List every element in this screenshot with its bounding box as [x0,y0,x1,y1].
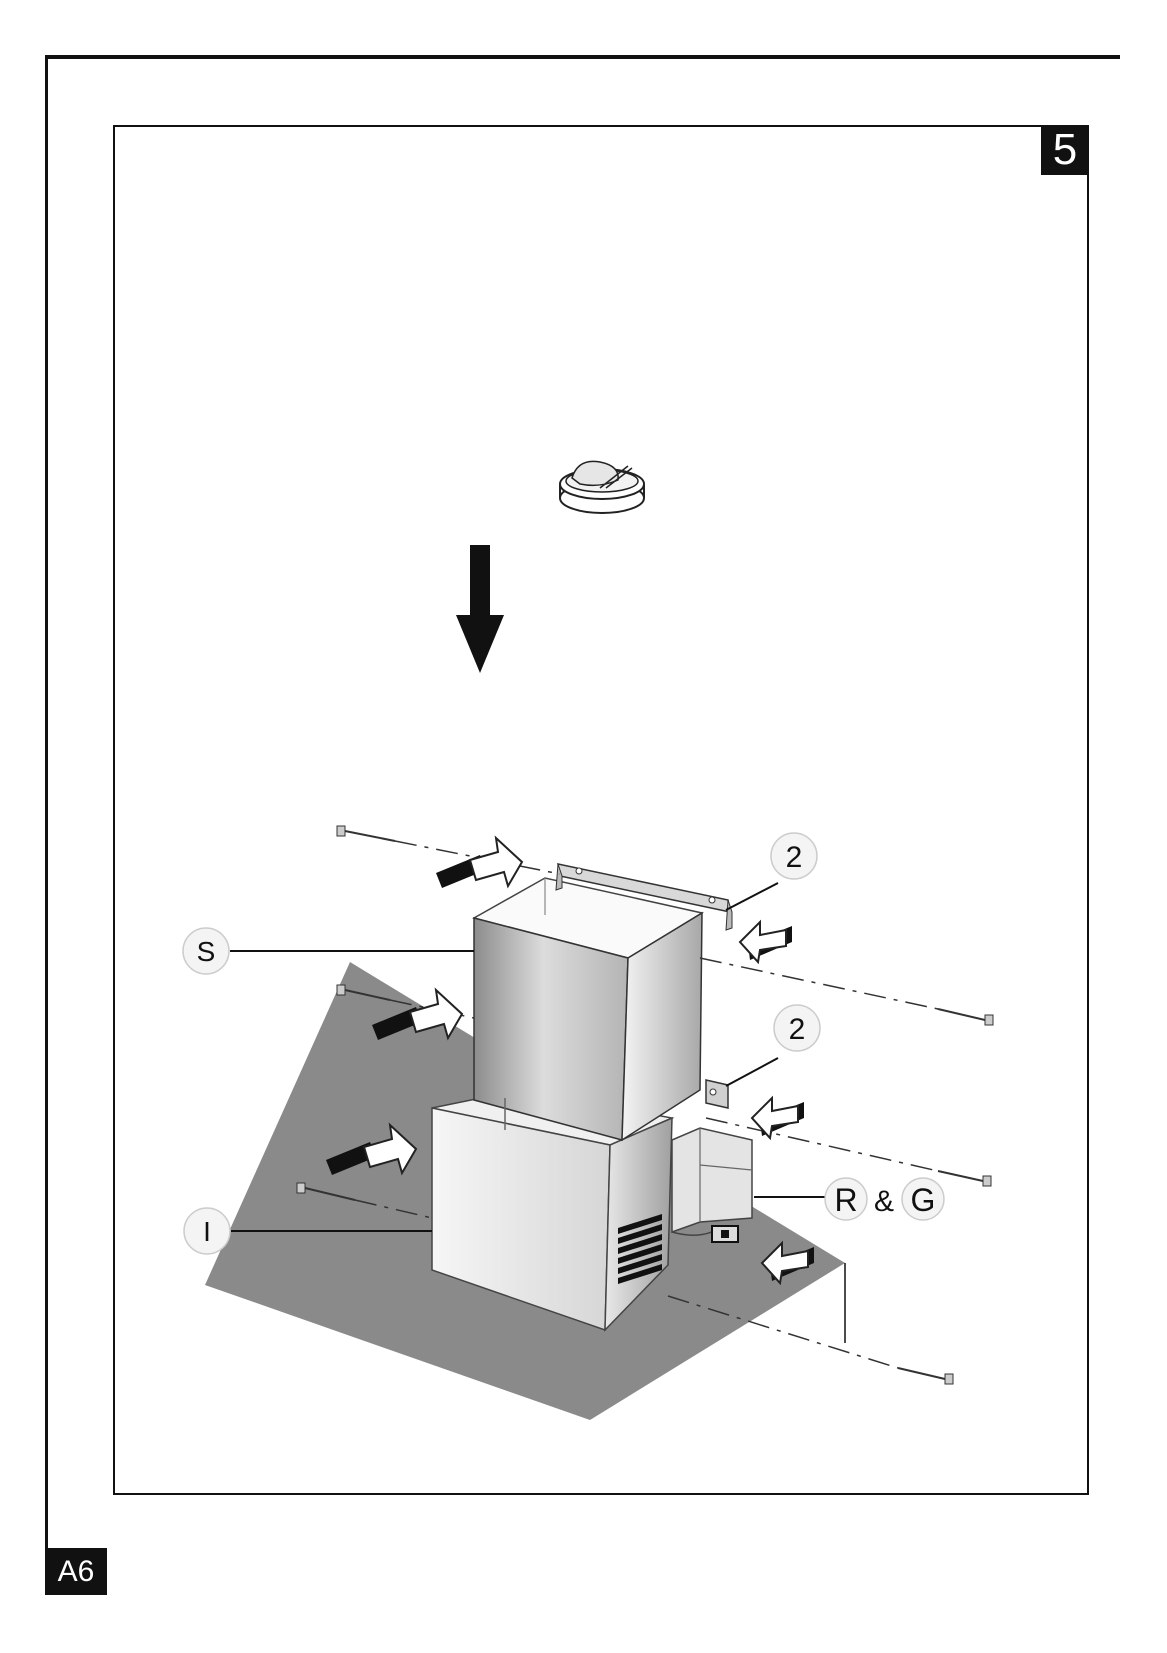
label-r: R [834,1182,857,1218]
label-bracket-bottom: 2 [789,1013,806,1046]
figure-frame [113,125,1089,1495]
vent-grille [618,1214,662,1284]
label-g: G [911,1182,936,1218]
duct-connector [671,1127,753,1243]
upper-chimney [472,877,704,1142]
label-s: S [197,936,216,967]
filter-icon [559,460,645,514]
label-amp: & [874,1185,894,1218]
callout-labels: S I 2 2 R & G [197,841,936,1247]
leader-lines [230,882,828,1232]
down-arrow-icon [456,545,504,673]
insert-arrow-icon [326,835,814,1286]
bracket-bottom [705,1079,729,1109]
step-number-badge: 5 [1041,125,1089,175]
callout-circles [182,832,945,1255]
label-bracket-top: 2 [786,841,803,874]
label-i: I [203,1216,211,1247]
page-left-rule [45,55,48,1585]
page-code-badge: A6 [45,1548,107,1595]
page-top-rule [45,55,1120,59]
